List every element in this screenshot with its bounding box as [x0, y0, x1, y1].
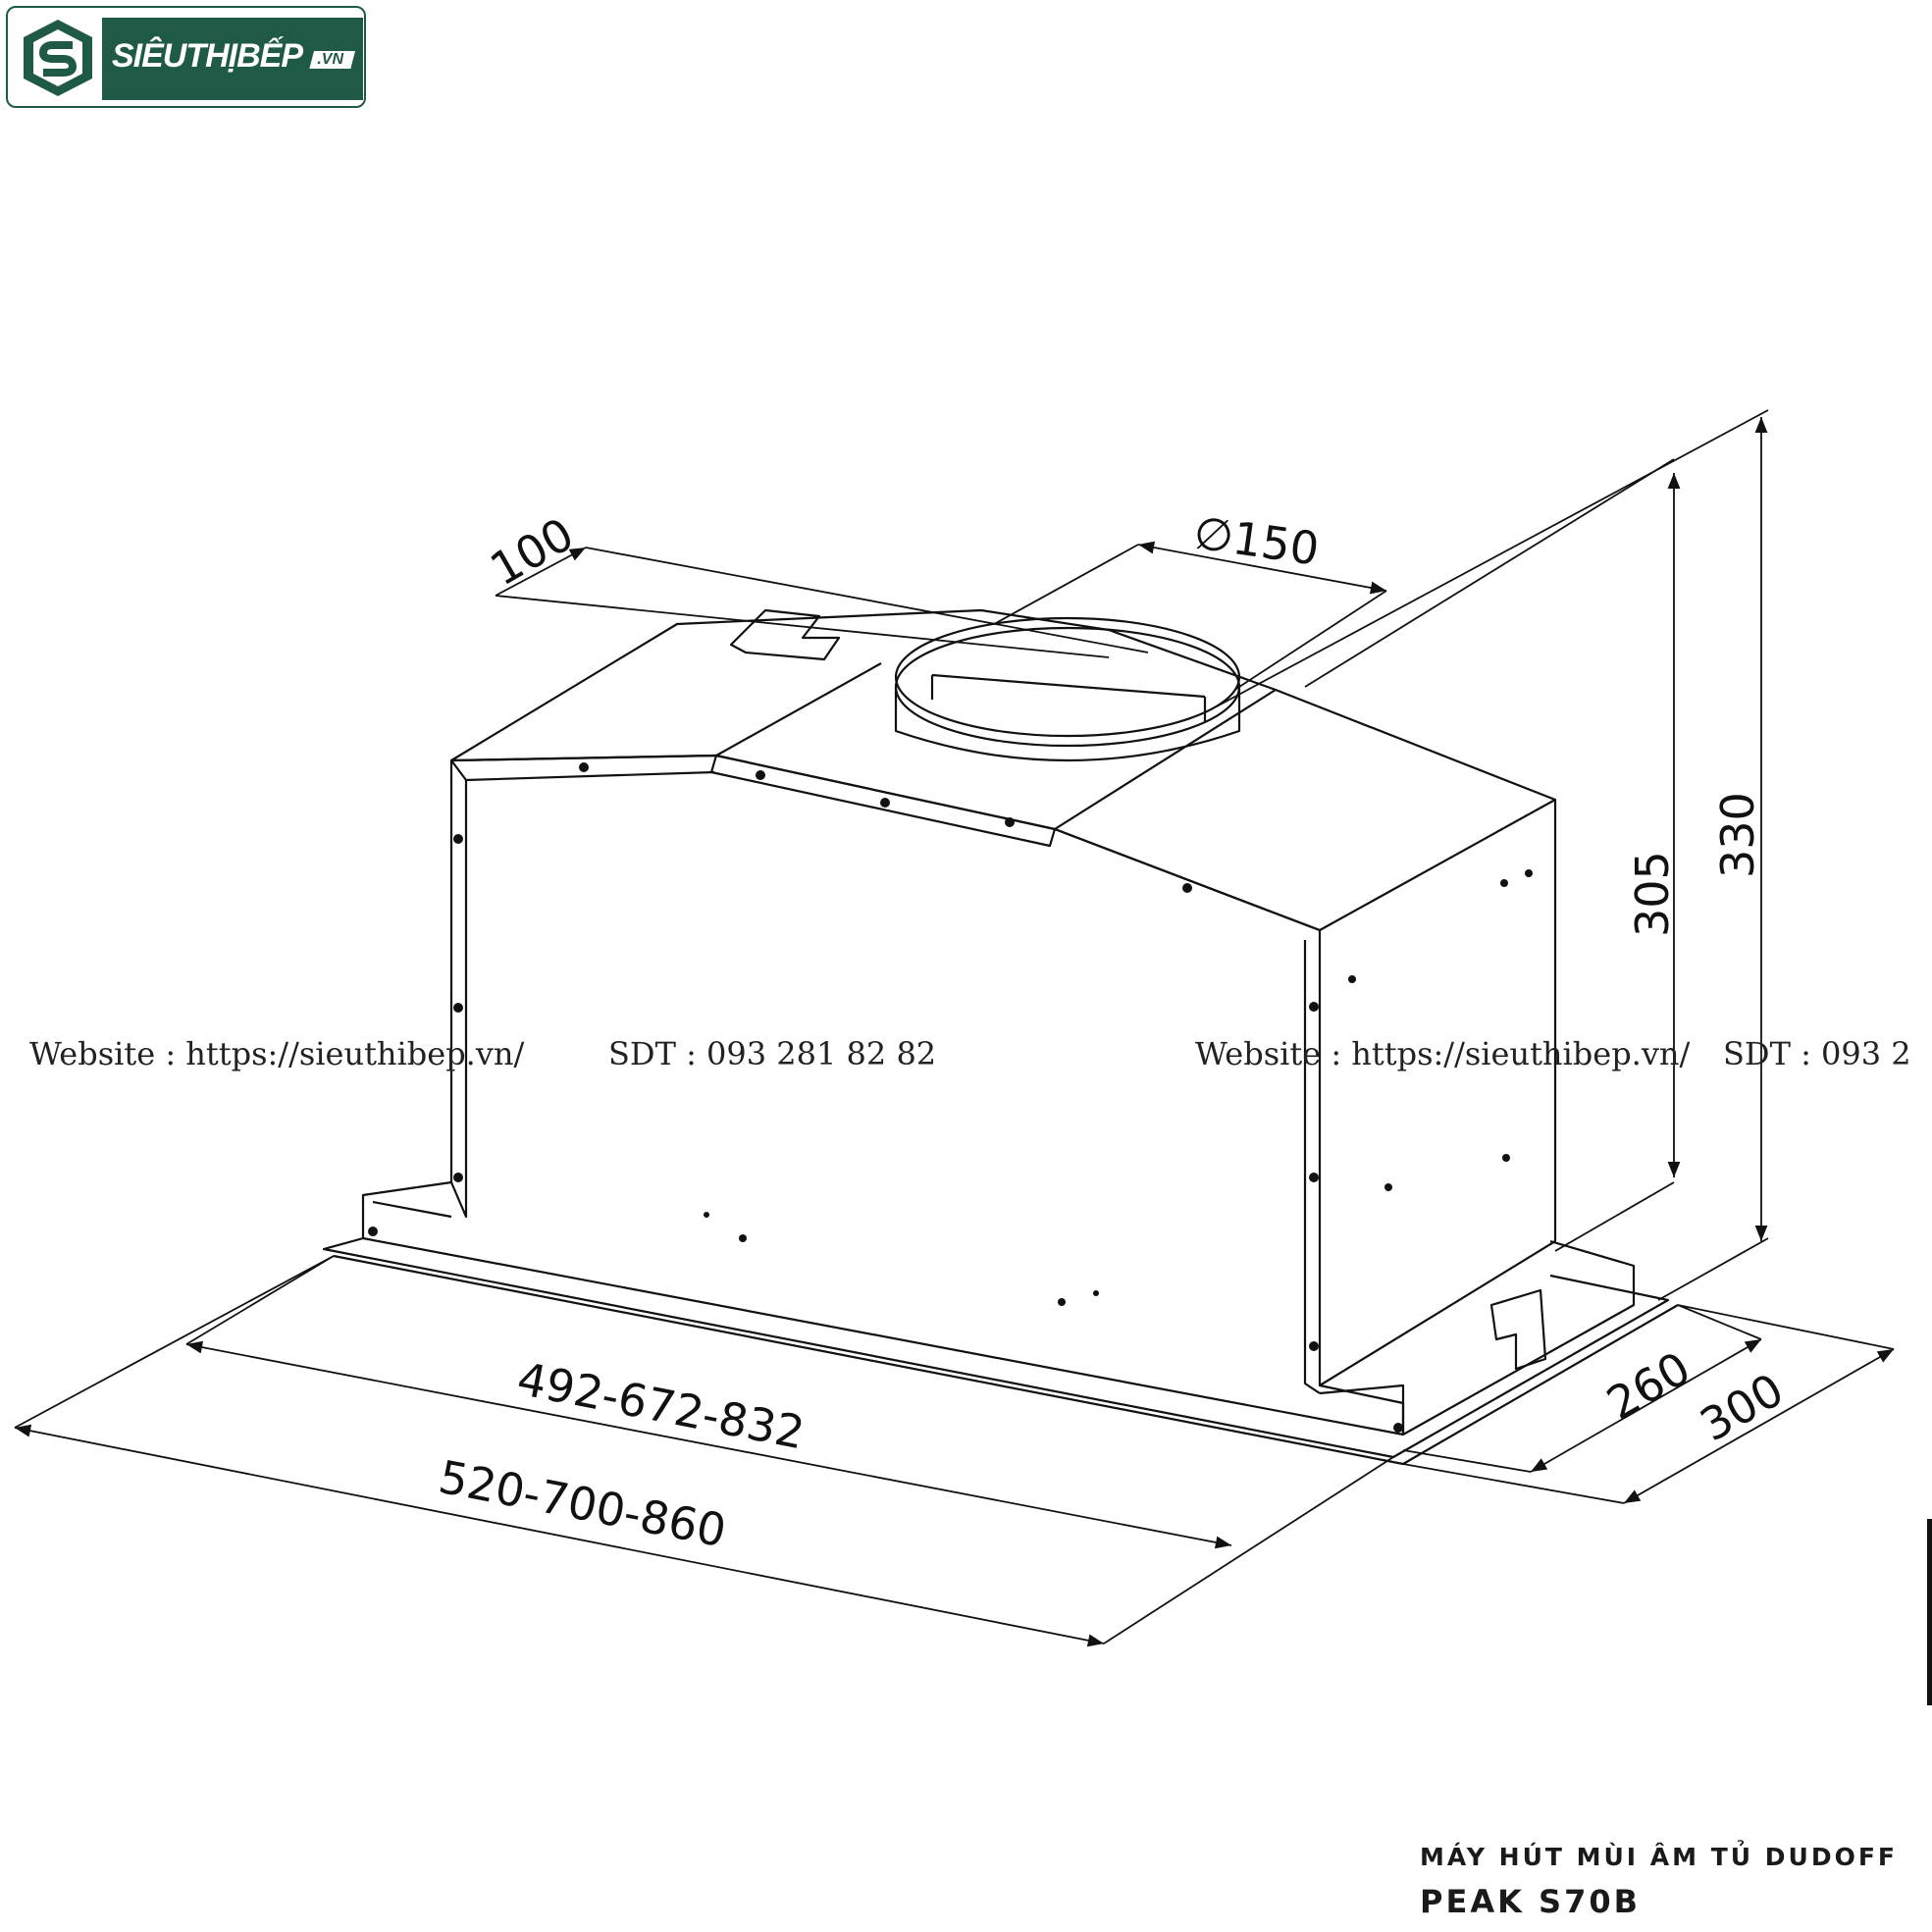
- edge-mark: [1927, 1519, 1932, 1705]
- logo-mark-icon: [24, 20, 92, 96]
- product-category: MÁY HÚT MÙI ÂM TỦ DUDOFF: [1420, 1843, 1899, 1871]
- product-caption: MÁY HÚT MÙI ÂM TỦ DUDOFF PEAK S70B: [1420, 1843, 1898, 1920]
- logo-tld: .VN: [309, 51, 355, 69]
- dim-outer-width: 520-700-860: [435, 1450, 730, 1558]
- watermark-phone-2: SDT : 093 2: [1723, 1035, 1911, 1072]
- product-model: PEAK S70B: [1420, 1883, 1641, 1920]
- watermark-website-1: Website : https://sieuthibep.vn/: [29, 1035, 525, 1072]
- hood-top-outline: [449, 608, 1557, 932]
- dim-depth-outer: 300: [1692, 1363, 1793, 1452]
- brand-logo[interactable]: SIÊUTHỊBẾP .VN: [6, 6, 366, 108]
- dim-top-offset: 100: [482, 507, 583, 597]
- left-frame: [449, 760, 468, 1219]
- dim-inner-width: 492-672-832: [513, 1352, 809, 1460]
- dim-height-total: 330: [1711, 792, 1764, 878]
- logo-name: SIÊUTHỊBẾP: [112, 37, 303, 75]
- dim-depth-inner: 260: [1598, 1341, 1699, 1431]
- logo-band: SIÊUTHỊBẾP .VN: [102, 18, 363, 100]
- watermark-website-2: Website : https://sieuthibep.vn/: [1195, 1035, 1691, 1072]
- dim-duct-diameter: ∅150: [1190, 505, 1322, 575]
- right-side-panel: [1318, 800, 1557, 1387]
- dim-height-body: 305: [1626, 851, 1679, 937]
- watermark-phone-1: SDT : 093 281 82 82: [608, 1035, 937, 1072]
